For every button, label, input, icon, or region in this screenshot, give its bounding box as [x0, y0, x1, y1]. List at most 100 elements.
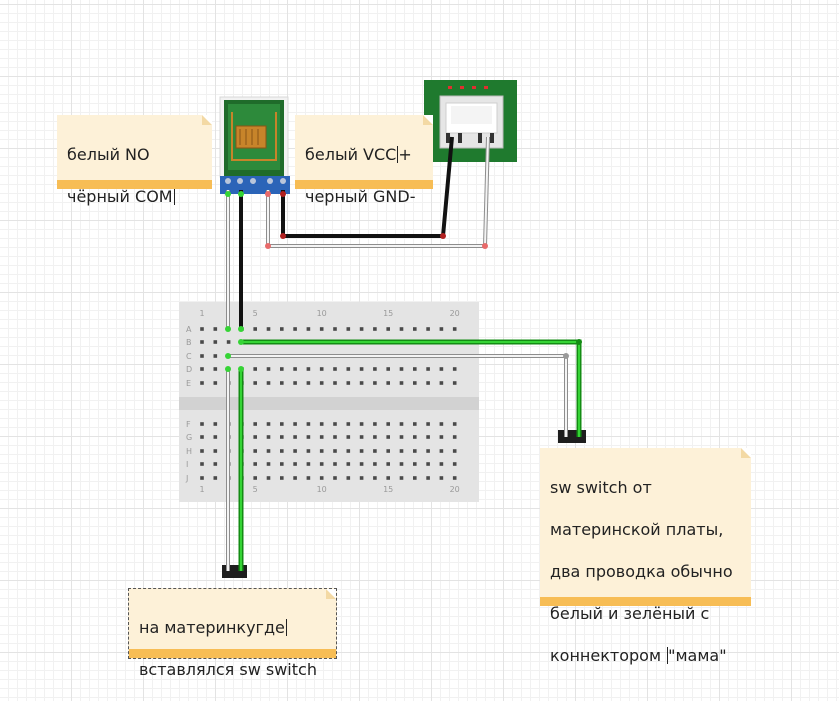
breadboard-hole[interactable] [386, 381, 390, 385]
breadboard-hole[interactable] [413, 476, 417, 480]
note-motherboard[interactable]: на материнкугде вставлялся sw switch [128, 588, 337, 679]
breadboard-hole[interactable] [280, 449, 284, 453]
breadboard-hole[interactable] [200, 462, 204, 466]
breadboard-hole[interactable] [426, 367, 430, 371]
breadboard-hole[interactable] [319, 327, 324, 331]
breadboard-hole[interactable] [333, 367, 337, 371]
breadboard-hole[interactable] [333, 381, 337, 385]
breadboard-hole[interactable] [213, 435, 218, 439]
breadboard-hole[interactable] [319, 449, 324, 453]
breadboard-hole[interactable] [346, 435, 351, 439]
breadboard-hole[interactable] [333, 449, 337, 453]
breadboard-hole[interactable] [386, 422, 390, 426]
breadboard-hole[interactable] [293, 422, 297, 426]
breadboard-hole[interactable] [373, 435, 377, 439]
breadboard-hole[interactable] [280, 462, 284, 466]
breadboard-hole[interactable] [280, 381, 284, 385]
breadboard-hole[interactable] [200, 354, 204, 358]
breadboard-hole[interactable] [213, 422, 218, 426]
breadboard-hole[interactable] [213, 340, 218, 344]
breadboard-hole[interactable] [319, 381, 324, 385]
breadboard-hole[interactable] [439, 422, 444, 426]
breadboard-hole[interactable] [359, 327, 364, 331]
breadboard-hole[interactable] [346, 476, 351, 480]
breadboard-hole[interactable] [386, 462, 390, 466]
breadboard-hole[interactable] [399, 462, 404, 466]
breadboard-hole[interactable] [200, 435, 204, 439]
breadboard-hole[interactable] [386, 435, 390, 439]
breadboard-hole[interactable] [439, 367, 444, 371]
note-relay-wires[interactable]: белый NO чёрный COM [57, 115, 212, 206]
breadboard-hole[interactable] [280, 435, 284, 439]
breadboard-hole[interactable] [333, 422, 337, 426]
breadboard-hole[interactable] [306, 435, 311, 439]
breadboard-hole[interactable] [293, 327, 297, 331]
breadboard-hole[interactable] [319, 462, 324, 466]
breadboard-hole[interactable] [439, 327, 444, 331]
breadboard-hole[interactable] [373, 422, 377, 426]
breadboard-hole[interactable] [333, 327, 337, 331]
breadboard-hole[interactable] [213, 381, 218, 385]
breadboard-hole[interactable] [266, 422, 271, 426]
breadboard-hole[interactable] [253, 476, 257, 480]
breadboard-hole[interactable] [253, 367, 257, 371]
breadboard-hole[interactable] [213, 367, 218, 371]
breadboard-hole[interactable] [426, 327, 430, 331]
breadboard-hole[interactable] [439, 476, 444, 480]
breadboard-hole[interactable] [373, 449, 377, 453]
breadboard-hole[interactable] [346, 367, 351, 371]
breadboard-hole[interactable] [452, 381, 457, 385]
breadboard-hole[interactable] [452, 422, 457, 426]
breadboard-hole[interactable] [426, 462, 430, 466]
breadboard-hole[interactable] [359, 435, 364, 439]
breadboard-hole[interactable] [253, 449, 257, 453]
breadboard-hole[interactable] [439, 449, 444, 453]
breadboard-hole[interactable] [200, 422, 204, 426]
breadboard-hole[interactable] [306, 462, 311, 466]
breadboard-hole[interactable] [253, 327, 257, 331]
breadboard-hole[interactable] [319, 435, 324, 439]
breadboard-hole[interactable] [452, 462, 457, 466]
breadboard-hole[interactable] [426, 435, 430, 439]
breadboard-hole[interactable] [280, 476, 284, 480]
breadboard-hole[interactable] [319, 476, 324, 480]
breadboard-hole[interactable] [280, 327, 284, 331]
breadboard-hole[interactable] [386, 449, 390, 453]
breadboard-hole[interactable] [386, 327, 390, 331]
breadboard-hole[interactable] [266, 367, 271, 371]
breadboard-hole[interactable] [439, 462, 444, 466]
breadboard-hole[interactable] [439, 435, 444, 439]
breadboard-hole[interactable] [200, 340, 204, 344]
breadboard-hole[interactable] [426, 422, 430, 426]
breadboard-hole[interactable] [266, 462, 271, 466]
breadboard-hole[interactable] [359, 462, 364, 466]
breadboard-hole[interactable] [452, 435, 457, 439]
breadboard-hole[interactable] [253, 462, 257, 466]
breadboard-hole[interactable] [306, 327, 311, 331]
breadboard-hole[interactable] [266, 476, 271, 480]
breadboard-hole[interactable] [413, 422, 417, 426]
breadboard-hole[interactable] [373, 476, 377, 480]
breadboard-hole[interactable] [413, 435, 417, 439]
breadboard-hole[interactable] [399, 435, 404, 439]
breadboard-hole[interactable] [373, 367, 377, 371]
breadboard-hole[interactable] [413, 449, 417, 453]
breadboard-hole[interactable] [359, 422, 364, 426]
breadboard-hole[interactable] [200, 449, 204, 453]
note-power-wires[interactable]: белый VCC+ черный GND- [295, 115, 433, 206]
breadboard-hole[interactable] [333, 476, 337, 480]
breadboard-hole[interactable] [399, 449, 404, 453]
breadboard-hole[interactable] [266, 327, 271, 331]
breadboard-hole[interactable] [319, 422, 324, 426]
breadboard-hole[interactable] [373, 462, 377, 466]
sw-female-connector[interactable] [558, 430, 586, 443]
breadboard-hole[interactable] [200, 381, 204, 385]
breadboard-hole[interactable] [439, 381, 444, 385]
breadboard-hole[interactable] [200, 476, 204, 480]
breadboard-hole[interactable] [200, 367, 204, 371]
breadboard-hole[interactable] [373, 381, 377, 385]
breadboard-hole[interactable] [266, 449, 271, 453]
breadboard-hole[interactable] [426, 381, 430, 385]
breadboard-hole[interactable] [413, 381, 417, 385]
